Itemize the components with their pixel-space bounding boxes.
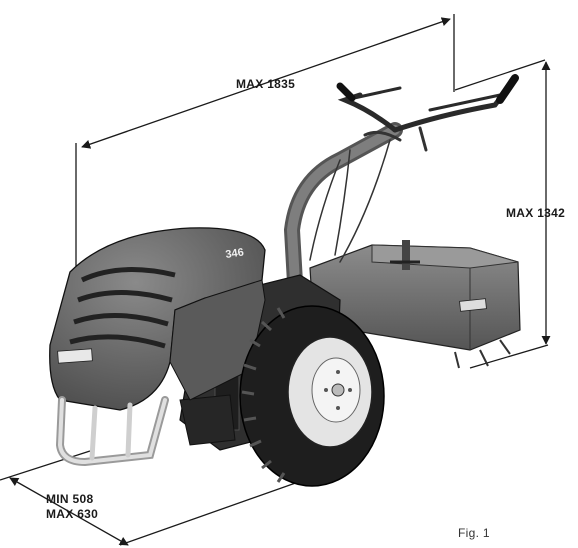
hood (49, 227, 266, 411)
tiller-brand-plate (459, 298, 487, 312)
model-badge: 346 (225, 247, 245, 261)
height-witness-top (454, 59, 546, 91)
width-witness-left (0, 450, 91, 481)
rotary-tiller (309, 240, 521, 369)
width-arrow (9, 477, 129, 546)
width-min-label: MIN 508 (46, 492, 94, 506)
wheel (239, 305, 385, 487)
handlebar (283, 74, 519, 308)
height-witness-bottom (469, 344, 549, 369)
figure-caption: Fig. 1 (458, 526, 490, 540)
length-dimension-label: MAX 1835 (236, 77, 296, 91)
front-brand-plate (57, 348, 93, 364)
length-arrow (81, 17, 451, 149)
front-bumper (55, 396, 169, 467)
height-dimension-label: MAX 1342 (506, 206, 566, 220)
width-max-label: MAX 630 (46, 507, 99, 521)
